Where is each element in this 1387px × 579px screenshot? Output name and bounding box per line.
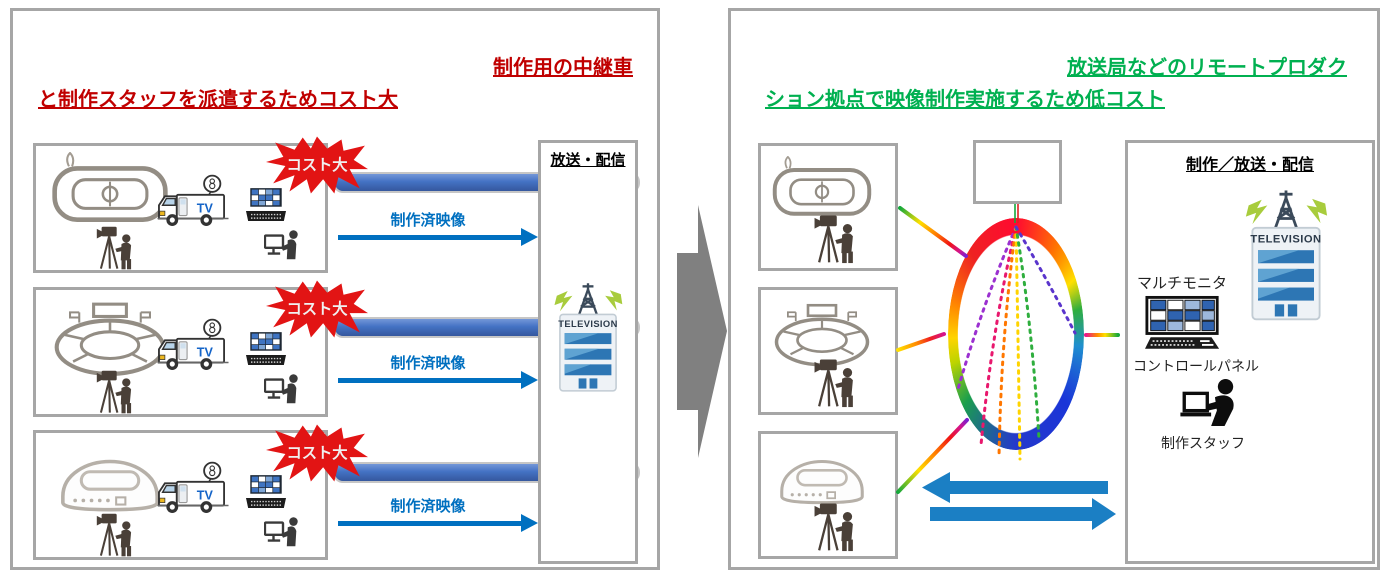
feed-arrowhead-1: [521, 228, 538, 246]
transition-arrow: [677, 205, 727, 458]
right-title-line1: 放送局などのリモートプロダク: [1067, 57, 1347, 79]
tv-station-building-icon: TELEVISION: [554, 283, 623, 392]
production-staff-icon: [1180, 378, 1234, 426]
return-arrow-left: [922, 472, 1108, 503]
right-panel-low-cost: 放送局などのリモートプロダク ション拠点で映像制作実施するため低コスト: [728, 8, 1380, 570]
broadcast-box: 放送・配信 TELEVISION: [538, 140, 638, 564]
feed-arrow-2: [338, 378, 523, 383]
stadium-icon: [52, 152, 168, 222]
tv-truck-icon: TV: [157, 174, 229, 226]
video-switcher-icon: [246, 475, 286, 508]
operator-at-pc-icon: [264, 230, 298, 260]
operator-at-pc-icon: [264, 374, 298, 404]
production-box-title: 制作／放送・配信: [1185, 157, 1314, 174]
production-staff-label: 制作スタッフ: [1161, 435, 1245, 451]
cameraman-icon: [814, 503, 853, 552]
tv-station-building-icon: TELEVISION: [1245, 190, 1328, 321]
left-title-line2: と制作スタッフを派遣するためコスト大: [38, 89, 398, 111]
operator-at-pc-icon: [264, 517, 298, 547]
venue3-link-line: [896, 418, 969, 494]
cameraman-icon: [814, 359, 853, 408]
remote-venue-box-3: [758, 431, 898, 559]
venue2-link-line: [896, 332, 946, 352]
left-panel-high-cost: 制作用の中継車 と制作スタッフを派遣するためコスト大: [10, 8, 660, 570]
remote-venue-box-1: [758, 143, 898, 271]
feed-label-3: 制作済映像: [390, 498, 466, 515]
rainbow-network-ring: [948, 218, 1084, 450]
control-panel-label: コントロールパネル: [1133, 358, 1259, 374]
tv-building-label: TELEVISION: [1250, 234, 1321, 246]
broadcast-box-title: 放送・配信: [550, 152, 626, 169]
left-title-line1: 制作用の中継車: [493, 57, 633, 79]
feed-label-1: 制作済映像: [390, 212, 466, 229]
feed-arrowhead-2: [521, 371, 538, 389]
feed-arrow-3: [338, 521, 523, 526]
cost-starburst-1: コスト大: [266, 136, 368, 194]
multi-monitor-icon: [1145, 295, 1220, 349]
multi-monitor-label: マルチモニタ: [1136, 275, 1227, 292]
source-site-box-2: TV: [33, 287, 328, 417]
cameraman-icon: [96, 513, 132, 557]
dome-icon: [771, 445, 873, 513]
truck-tv-logo: TV: [197, 489, 214, 503]
cost-starburst-3: コスト大: [266, 424, 368, 482]
cost-badge-text: コスト大: [286, 300, 348, 318]
right-title-line2: ション拠点で映像制作実施するため低コスト: [765, 89, 1165, 111]
venue1-link-line: [898, 206, 968, 258]
production-broadcast-box: 制作／放送・配信 TELEVISION マルチモニタ: [1125, 140, 1375, 564]
cameraman-icon: [96, 370, 132, 414]
source-site-box-1: TV: [33, 143, 328, 273]
truck-tv-logo: TV: [197, 202, 214, 216]
cost-starburst-2: コスト大: [266, 280, 368, 338]
cost-badge-text: コスト大: [286, 444, 348, 462]
remote-venue-box-2: [758, 287, 898, 415]
feed-arrow-1: [338, 235, 523, 240]
tv-truck-icon: TV: [157, 461, 229, 513]
network-node-box: [973, 140, 1062, 204]
cost-badge-text: コスト大: [286, 156, 348, 174]
cameraman-icon: [96, 226, 132, 270]
dome-icon: [50, 443, 170, 521]
stadium-icon: [772, 156, 872, 216]
feed-label-2: 制作済映像: [390, 355, 466, 372]
tv-truck-icon: TV: [157, 318, 229, 370]
send-arrow-right: [930, 498, 1116, 530]
cameraman-icon: [814, 215, 853, 264]
tv-building-label: TELEVISION: [558, 319, 617, 329]
truck-tv-logo: TV: [197, 346, 214, 360]
feed-arrowhead-3: [521, 514, 538, 532]
video-switcher-icon: [246, 332, 286, 365]
video-switcher-icon: [246, 188, 286, 221]
